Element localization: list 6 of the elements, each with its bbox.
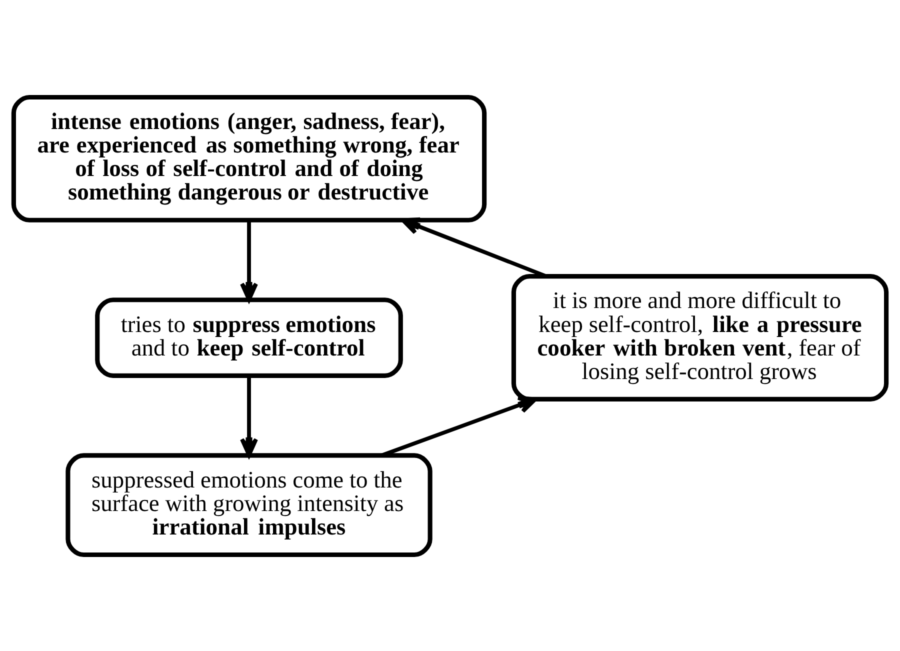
node-box: suppressed emotions come to the surface with growing intensity as irrational impulses — [66, 452, 432, 557]
arrow — [240, 220, 258, 302]
arrow — [240, 376, 258, 457]
node-box: intense emotions (anger, sadness, fear), are experienced as something wrong, fear of loss of self-control and of doing something dangerous or destructive — [11, 94, 487, 222]
node-box: it is more and more difficult to keep self-control, like a pressure cooker with broken vent, fear of losing self-control grows — [511, 274, 889, 401]
node-box: tries to suppress emotions and to keep self-control — [95, 297, 403, 378]
